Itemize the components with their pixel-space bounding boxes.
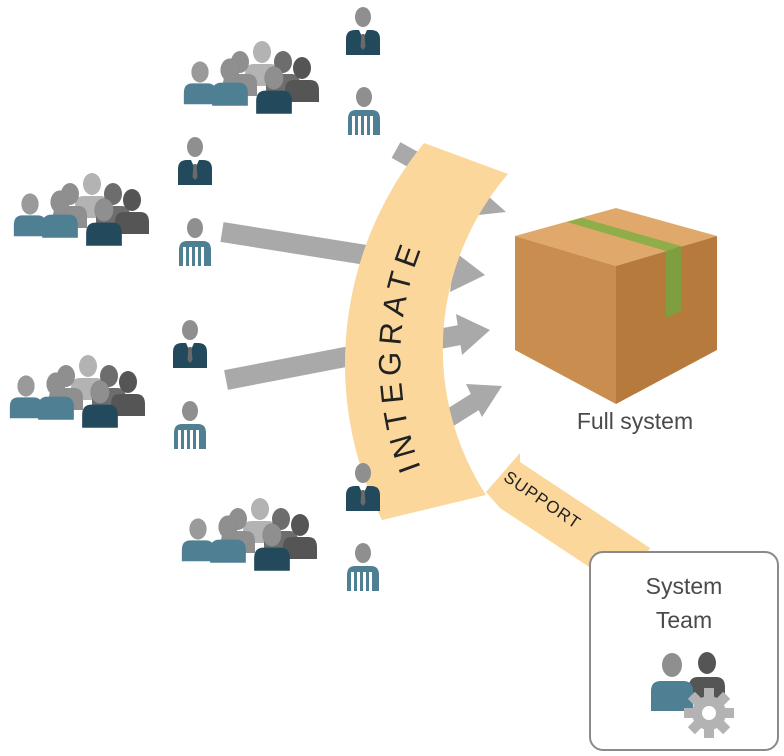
person-icon xyxy=(179,218,211,266)
people-group-icon xyxy=(182,498,317,571)
people-group-icon xyxy=(10,355,145,428)
business-person-icon xyxy=(346,7,380,55)
person-icon xyxy=(174,401,206,449)
person-icon xyxy=(347,543,379,591)
system-team-card: System Team xyxy=(589,551,779,751)
team-with-gear-icon xyxy=(651,652,734,738)
people-group-icon xyxy=(14,173,149,246)
package-box-icon xyxy=(515,208,717,404)
team-group-3 xyxy=(10,320,207,449)
business-person-icon xyxy=(173,320,207,368)
team-group-4 xyxy=(182,463,380,591)
business-person-icon xyxy=(178,137,212,185)
people-group-icon xyxy=(184,41,319,114)
person-icon xyxy=(348,87,380,135)
integrate-band-shape xyxy=(344,143,508,520)
team-group-2 xyxy=(14,137,212,266)
integrate-band: INTEGRATE xyxy=(344,143,508,520)
system-team-label: System Team xyxy=(645,573,723,633)
full-system-label: Full system xyxy=(576,408,694,434)
team-group-1 xyxy=(184,7,380,135)
